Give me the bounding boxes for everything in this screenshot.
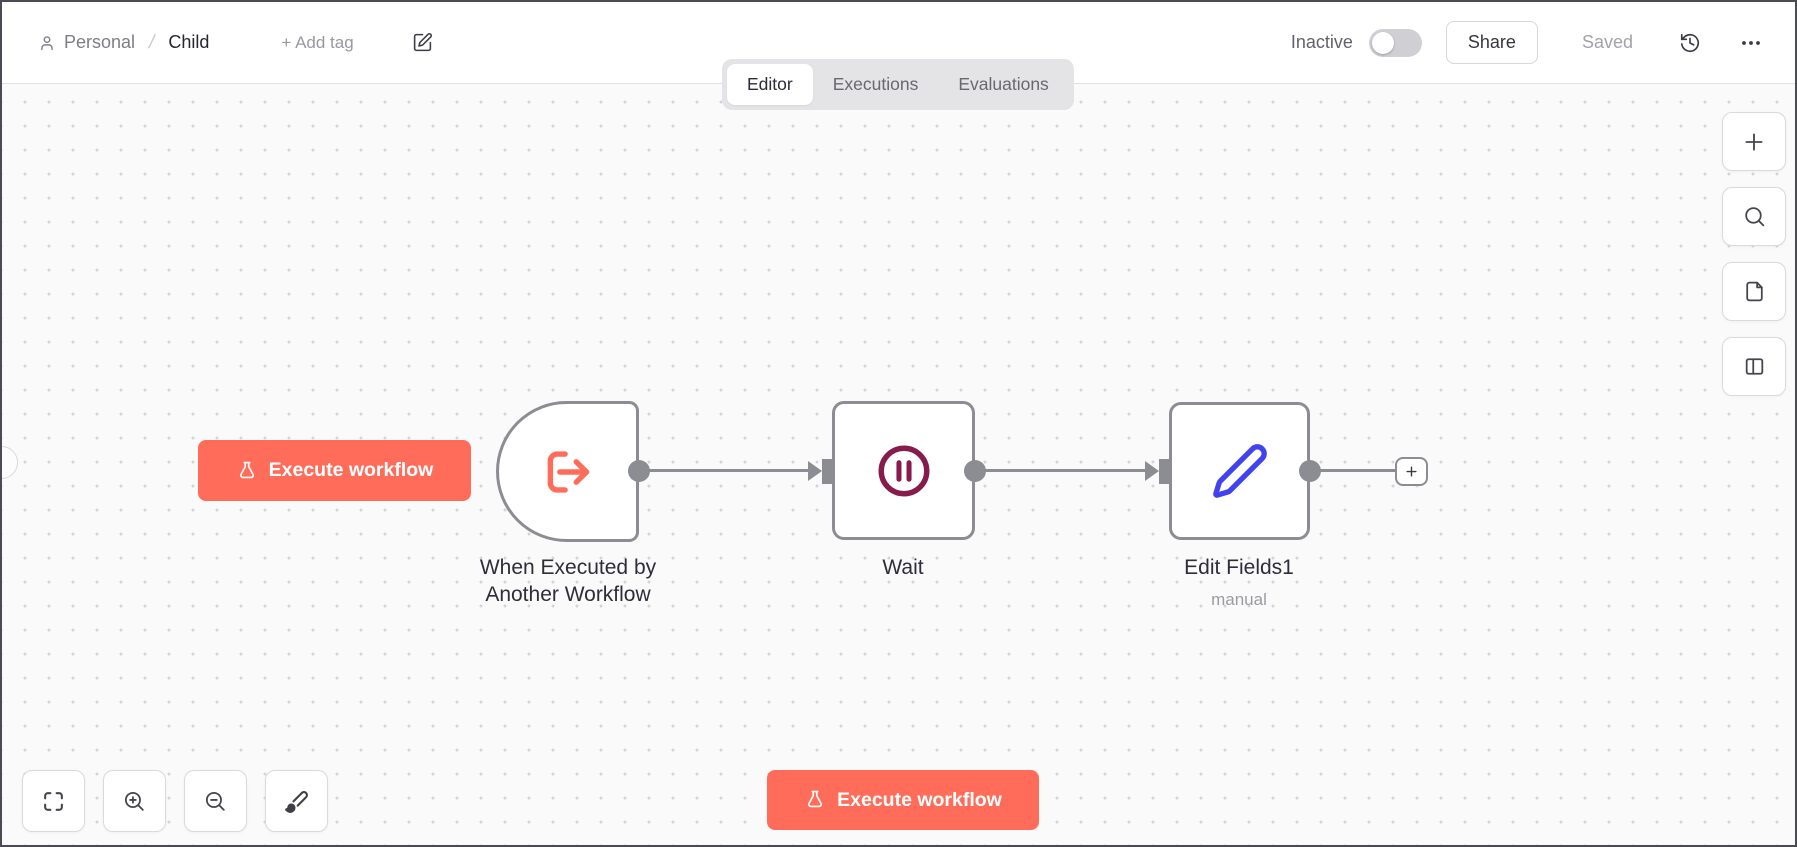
history-icon[interactable] bbox=[1679, 32, 1701, 54]
pause-circle-icon bbox=[873, 440, 935, 502]
connection-trigger-to-wait[interactable] bbox=[639, 469, 808, 472]
zoom-in-icon bbox=[122, 789, 147, 814]
sticky-note-button[interactable] bbox=[1722, 262, 1786, 321]
zoom-out-button[interactable] bbox=[184, 770, 247, 832]
connection-edit-fields-to-plus[interactable] bbox=[1310, 469, 1396, 472]
node-subtitle: manual bbox=[1211, 590, 1267, 609]
activation-status-label: Inactive bbox=[1290, 32, 1353, 52]
workflow-name[interactable]: Child bbox=[168, 32, 210, 52]
node-label-trigger: When Executed by Another Workflow bbox=[479, 556, 657, 606]
search-icon bbox=[1742, 204, 1767, 229]
input-connector-wait[interactable] bbox=[822, 459, 833, 484]
execute-workflow-button-canvas[interactable]: Execute workflow bbox=[198, 440, 471, 501]
zoom-in-button[interactable] bbox=[103, 770, 166, 832]
tab-evaluations[interactable]: Evaluations bbox=[938, 64, 1068, 105]
output-connector-trigger[interactable] bbox=[628, 460, 650, 482]
breadcrumb-separator: / bbox=[146, 31, 157, 53]
execute-workflow-label: Execute workflow bbox=[837, 788, 1002, 811]
tidy-up-button[interactable] bbox=[265, 770, 328, 832]
node-label-edit-fields: Edit Fields1 manual bbox=[1139, 554, 1339, 613]
execute-workflow-button-bottom[interactable]: Execute workflow bbox=[767, 770, 1039, 830]
add-tag-button[interactable]: + Add tag bbox=[281, 32, 354, 52]
breadcrumb-project[interactable]: Personal bbox=[38, 32, 135, 53]
execute-workflow-label: Execute workflow bbox=[268, 459, 434, 481]
fit-view-button[interactable] bbox=[22, 770, 85, 832]
tidy-up-brush-icon bbox=[284, 789, 309, 814]
toggle-knob bbox=[1371, 31, 1394, 54]
connection-wait-to-edit-fields[interactable] bbox=[975, 469, 1145, 472]
tab-editor[interactable]: Editor bbox=[727, 64, 813, 105]
activation-toggle[interactable] bbox=[1368, 28, 1422, 57]
breadcrumb-project-label: Personal bbox=[64, 32, 136, 52]
zoom-out-icon bbox=[203, 789, 228, 814]
breadcrumb: Personal / Child + Add tag bbox=[38, 2, 433, 83]
share-button[interactable]: Share bbox=[1445, 21, 1538, 64]
split-panel-button[interactable] bbox=[1722, 337, 1786, 396]
connection-arrowhead bbox=[1145, 461, 1159, 481]
save-status: Saved bbox=[1581, 32, 1633, 52]
fit-view-icon bbox=[41, 789, 66, 814]
plus-icon bbox=[1741, 129, 1767, 155]
flask-icon bbox=[804, 789, 826, 811]
arrow-out-of-bracket-icon bbox=[537, 441, 599, 503]
flask-icon bbox=[236, 460, 258, 482]
node-edit-fields[interactable] bbox=[1169, 402, 1310, 540]
sticky-note-icon bbox=[1742, 279, 1767, 304]
split-panel-icon bbox=[1742, 354, 1767, 379]
more-options-icon[interactable] bbox=[1739, 31, 1763, 55]
tab-executions[interactable]: Executions bbox=[813, 64, 939, 105]
edit-note-icon[interactable] bbox=[412, 32, 433, 53]
pencil-icon bbox=[1211, 442, 1269, 500]
search-button[interactable] bbox=[1722, 187, 1786, 246]
input-connector-edit-fields[interactable] bbox=[1159, 459, 1170, 484]
user-icon bbox=[38, 34, 56, 52]
node-wait[interactable] bbox=[832, 401, 975, 540]
output-connector-edit-fields[interactable] bbox=[1299, 460, 1321, 482]
connection-arrowhead bbox=[808, 461, 822, 481]
top-bar-actions: Inactive Share Saved bbox=[1291, 2, 1763, 83]
view-tabs: Editor Executions Evaluations bbox=[722, 59, 1074, 110]
node-label-wait: Wait bbox=[882, 556, 924, 579]
add-node-button[interactable] bbox=[1722, 112, 1786, 171]
output-connector-wait[interactable] bbox=[964, 460, 986, 482]
add-node-plus-button[interactable] bbox=[1395, 457, 1428, 486]
node-execute-workflow-trigger[interactable] bbox=[496, 401, 639, 542]
